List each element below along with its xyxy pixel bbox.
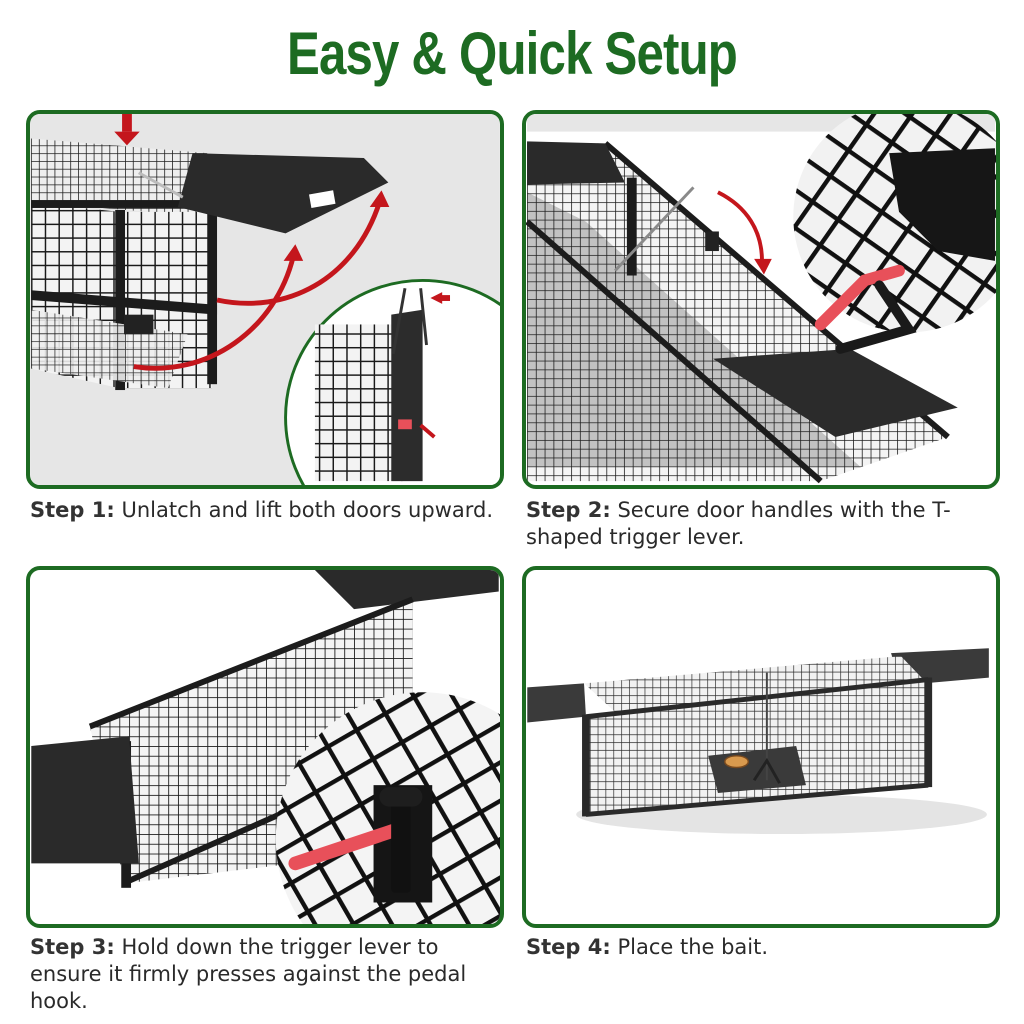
step-2-caption: Step 2: Secure door handles with the T-s… — [526, 497, 1006, 551]
step-1-image-panel — [26, 110, 504, 489]
page-title: Easy & Quick Setup — [286, 20, 738, 87]
step-1-caption: Step 1: Unlatch and lift both doors upwa… — [30, 497, 510, 524]
step-1-label: Step 1: — [30, 498, 115, 522]
step-4-text: Place the bait. — [617, 935, 769, 959]
step-2-inset — [793, 114, 996, 354]
step-3-inset — [275, 692, 500, 924]
step-1-inset — [284, 278, 500, 485]
step-2-image-panel — [522, 110, 1000, 489]
step-2-text: Secure door handles with the T-shaped tr… — [526, 498, 951, 549]
step-2-label: Step 2: — [526, 498, 611, 522]
step-4-image-panel — [522, 566, 1000, 928]
step-3-image-panel — [26, 566, 504, 928]
step-4-illustration — [527, 648, 989, 835]
step-2-illustration — [526, 114, 996, 484]
step-4-label: Step 4: — [526, 935, 611, 959]
step-3-label: Step 3: — [30, 935, 115, 959]
step-1-illustration — [31, 114, 500, 485]
step-3-caption: Step 3: Hold down the trigger lever to e… — [30, 934, 510, 1015]
step-1-text: Unlatch and lift both doors upward. — [121, 498, 494, 522]
step-4-caption: Step 4: Place the bait. — [526, 934, 1006, 961]
step-3-illustration — [31, 570, 500, 924]
step-3-text: Hold down the trigger lever to ensure it… — [30, 935, 467, 1013]
